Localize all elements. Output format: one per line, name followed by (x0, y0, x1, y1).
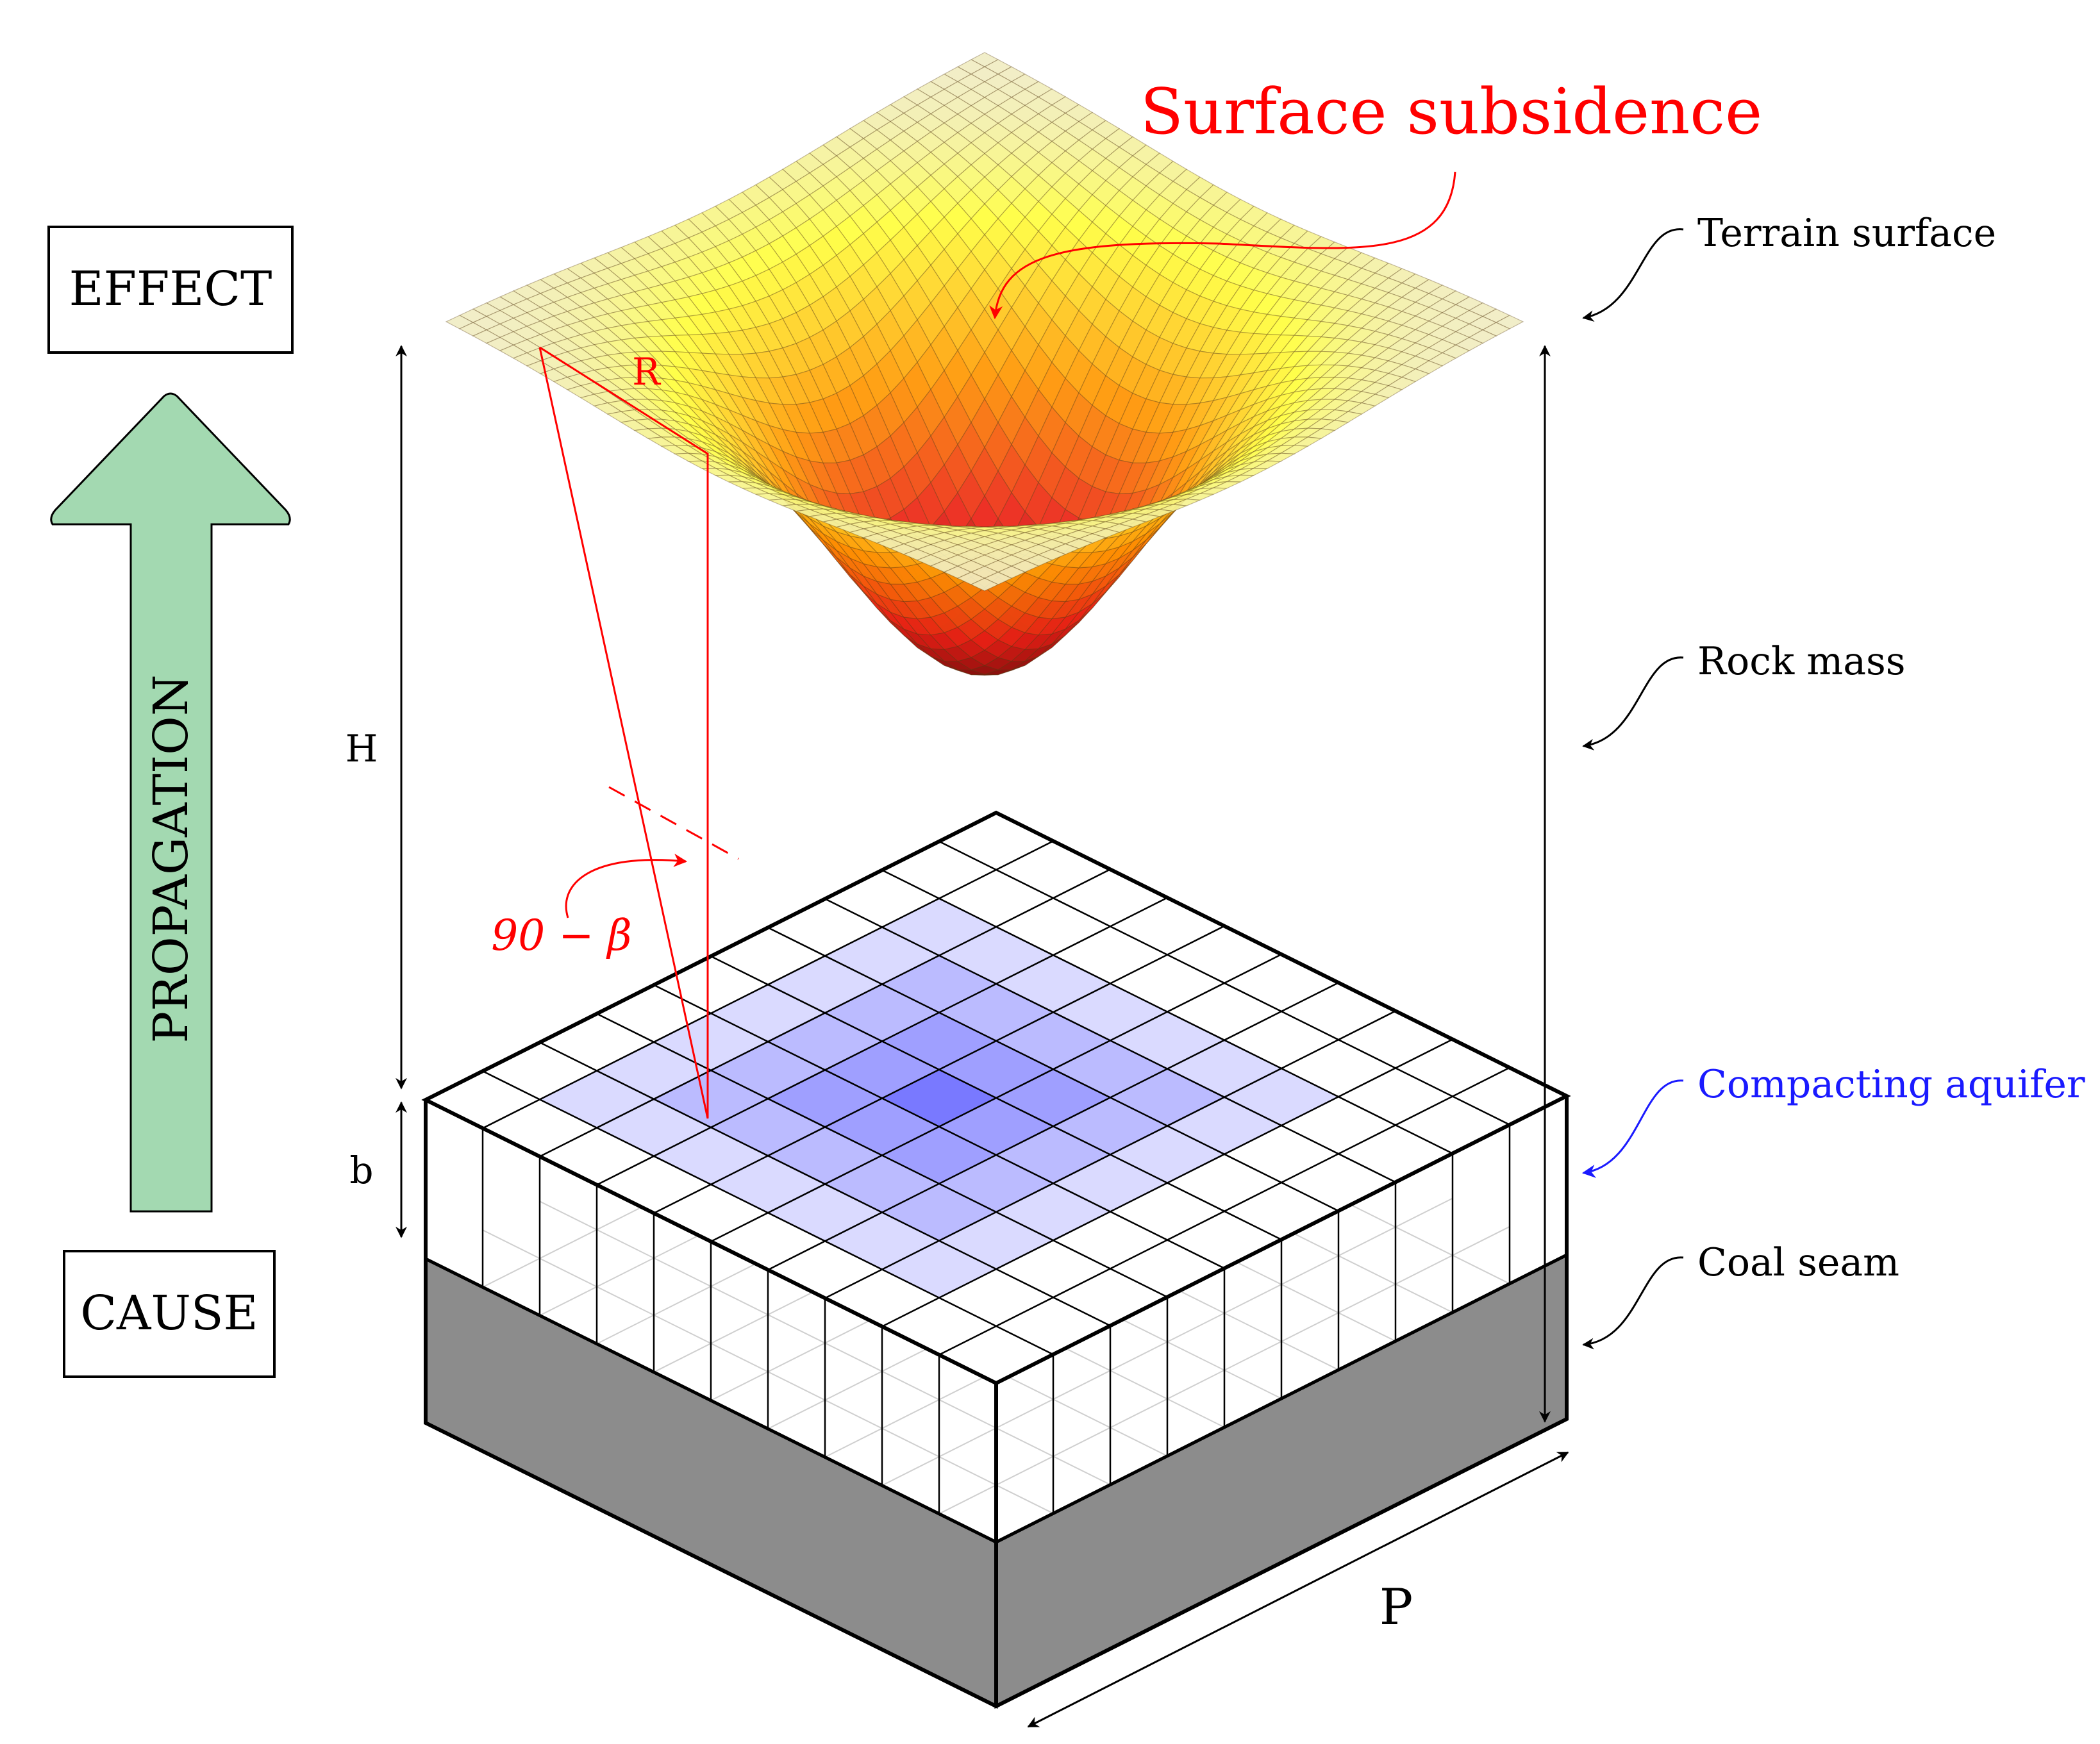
top-grid-line (767, 982, 1339, 1271)
propagation-label: PROPAGATION (144, 674, 199, 1043)
effect-box (47, 226, 294, 354)
height-label: H (346, 727, 378, 770)
top-grid-line (824, 1010, 1396, 1299)
rock-mass-pointer (1582, 656, 1684, 751)
top-grid-line (938, 840, 1510, 1125)
plan-size-label: P (1379, 1579, 1413, 1636)
left-legend: EFFECT PROPAGATION CAUSE (47, 226, 294, 1378)
top-grid-line (710, 953, 1282, 1243)
up-arrow-icon (50, 392, 291, 1213)
layer-annotations (1581, 228, 1684, 1350)
rock-mass-label: Rock mass (1697, 639, 1906, 684)
effect-label: EFFECT (69, 262, 272, 317)
top-grid-line (824, 898, 1396, 1183)
terrain-surface-pointer (1582, 228, 1684, 322)
terrain-surface-label: Terrain surface (1697, 211, 1996, 256)
cause-label: CAUSE (80, 1286, 258, 1341)
surface-subsidence-title: Surface subsidence (1140, 76, 1762, 149)
angle-arrow (565, 853, 688, 918)
top-grid-line (938, 1067, 1510, 1356)
subsidence-callout-arrow (989, 171, 1456, 320)
subsidence-surface (445, 52, 1524, 676)
influence-geometry (538, 171, 1456, 1119)
thickness-label: b (349, 1149, 373, 1192)
top-grid-line (881, 869, 1453, 1154)
angle-label: 90 − β (491, 911, 631, 960)
plan-dimension-line (1027, 1451, 1569, 1728)
radius-label: R (632, 350, 662, 394)
top-grid-line (881, 1038, 1453, 1327)
dimensions (396, 345, 1569, 1728)
cause-box (63, 1250, 276, 1378)
compacting-aquifer-label: Compacting aquifer (1697, 1062, 2085, 1107)
compacting-aquifer-pointer (1581, 1079, 1684, 1178)
coal-seam-pointer (1582, 1256, 1684, 1350)
block-outline (424, 1096, 1569, 1709)
top-grid-line (767, 927, 1339, 1212)
surface-mesh-cell (970, 577, 999, 592)
influence-triangle (538, 346, 709, 1119)
angle-dashed-line (608, 786, 739, 860)
coal-seam-label: Coal seam (1697, 1240, 1899, 1285)
